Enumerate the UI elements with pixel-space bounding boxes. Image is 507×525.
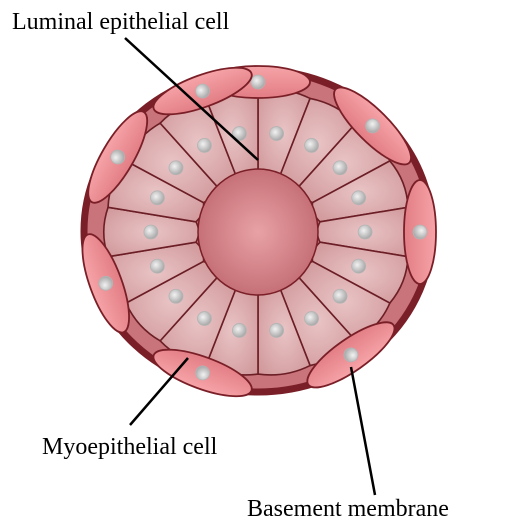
label-myoepithelial-cell: Myoepithelial cell xyxy=(42,435,217,459)
nucleus xyxy=(352,259,366,273)
nucleus xyxy=(305,312,319,326)
nucleus xyxy=(150,259,164,273)
basement-leader-line xyxy=(351,367,375,495)
label-luminal-epithelial-cell: Luminal epithelial cell xyxy=(12,10,229,34)
nucleus xyxy=(197,138,211,152)
nucleus xyxy=(358,225,372,239)
nucleus xyxy=(413,225,427,239)
nucleus xyxy=(270,323,284,337)
myoepithelial-cell xyxy=(404,180,436,284)
nucleus xyxy=(251,75,265,89)
myoepithelial-leader-line xyxy=(130,358,188,425)
nucleus xyxy=(169,289,183,303)
nucleus xyxy=(352,191,366,205)
nucleus xyxy=(232,323,246,337)
nucleus xyxy=(305,138,319,152)
nucleus xyxy=(169,161,183,175)
nucleus xyxy=(197,312,211,326)
lumen xyxy=(198,169,318,295)
label-basement-membrane: Basement membrane xyxy=(247,497,449,521)
nucleus xyxy=(144,225,158,239)
nucleus xyxy=(150,191,164,205)
nucleus xyxy=(270,127,284,141)
nucleus xyxy=(333,161,347,175)
nucleus xyxy=(333,289,347,303)
